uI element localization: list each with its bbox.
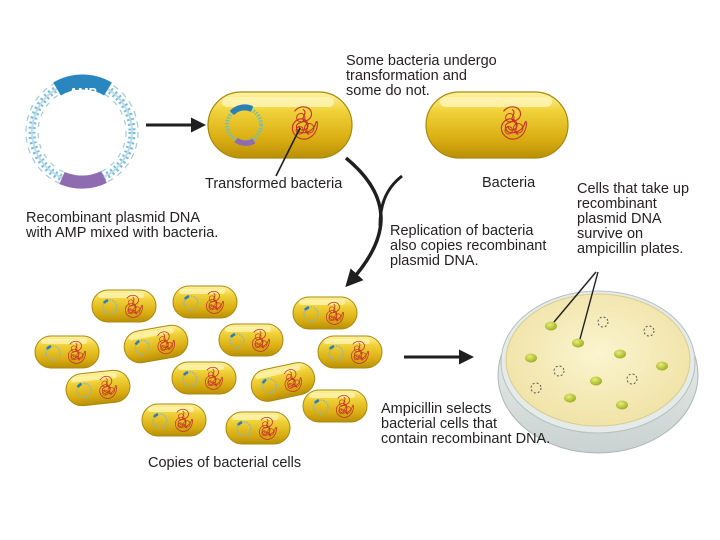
- colony: [614, 349, 626, 359]
- bacterium-copy: [226, 412, 290, 444]
- colony: [545, 321, 557, 331]
- colony: [616, 400, 628, 410]
- selection-note: Ampicillin selects bacterial cells that …: [381, 401, 551, 447]
- transformed-bacteria-label: Transformed bacteria: [205, 176, 343, 192]
- dead-cell-markers: [530, 316, 655, 394]
- pointer-line: [275, 127, 301, 177]
- pointer-line: [579, 271, 599, 340]
- colony: [564, 393, 576, 403]
- colony: [656, 361, 668, 371]
- colony-cluster: [525, 321, 668, 410]
- insert-dna-band: [59, 171, 107, 189]
- bacteria-label: Bacteria: [482, 175, 536, 191]
- amp-gene-label: AMP: [69, 86, 97, 100]
- colony: [572, 338, 584, 348]
- untransformed-bacterium: [425, 91, 569, 159]
- replication-note: Replication of bacteria also copies reco…: [390, 223, 547, 269]
- colony: [525, 353, 537, 363]
- bacterial-copies-cluster: [35, 286, 382, 444]
- bacterium-copy: [219, 324, 283, 356]
- plasmid-caption: Recombinant plasmid DNA with AMP mixed w…: [26, 210, 219, 241]
- copies-caption: Copies of bacterial cells: [148, 455, 302, 471]
- bacterium-copy: [318, 336, 382, 368]
- survival-note: Cells that take up recombinant plasmid D…: [577, 181, 690, 257]
- bacterium-copy: [142, 404, 206, 436]
- bacterium-copy: [173, 286, 237, 318]
- bacterium-copy: [303, 390, 367, 422]
- amp-gene-band: [53, 74, 112, 96]
- plasmid-ring-icon: [25, 74, 139, 189]
- ampicillin-plate: [497, 290, 699, 454]
- colony: [590, 376, 602, 386]
- transformation-note: Some bacteria undergo transformation and…: [346, 53, 497, 99]
- transformed-bacterium: [207, 91, 353, 159]
- bacterium-copy: [122, 323, 191, 366]
- pointer-line: [553, 271, 597, 323]
- curved-arrow-icon: [344, 156, 383, 288]
- bacterium-copy: [293, 297, 357, 329]
- bacterium-copy: [35, 336, 99, 368]
- curved-arrow-branch: [378, 174, 403, 227]
- bacterium-copy: [172, 362, 236, 394]
- bacterium-copy: [92, 290, 156, 322]
- bacterium-copy: [65, 369, 132, 408]
